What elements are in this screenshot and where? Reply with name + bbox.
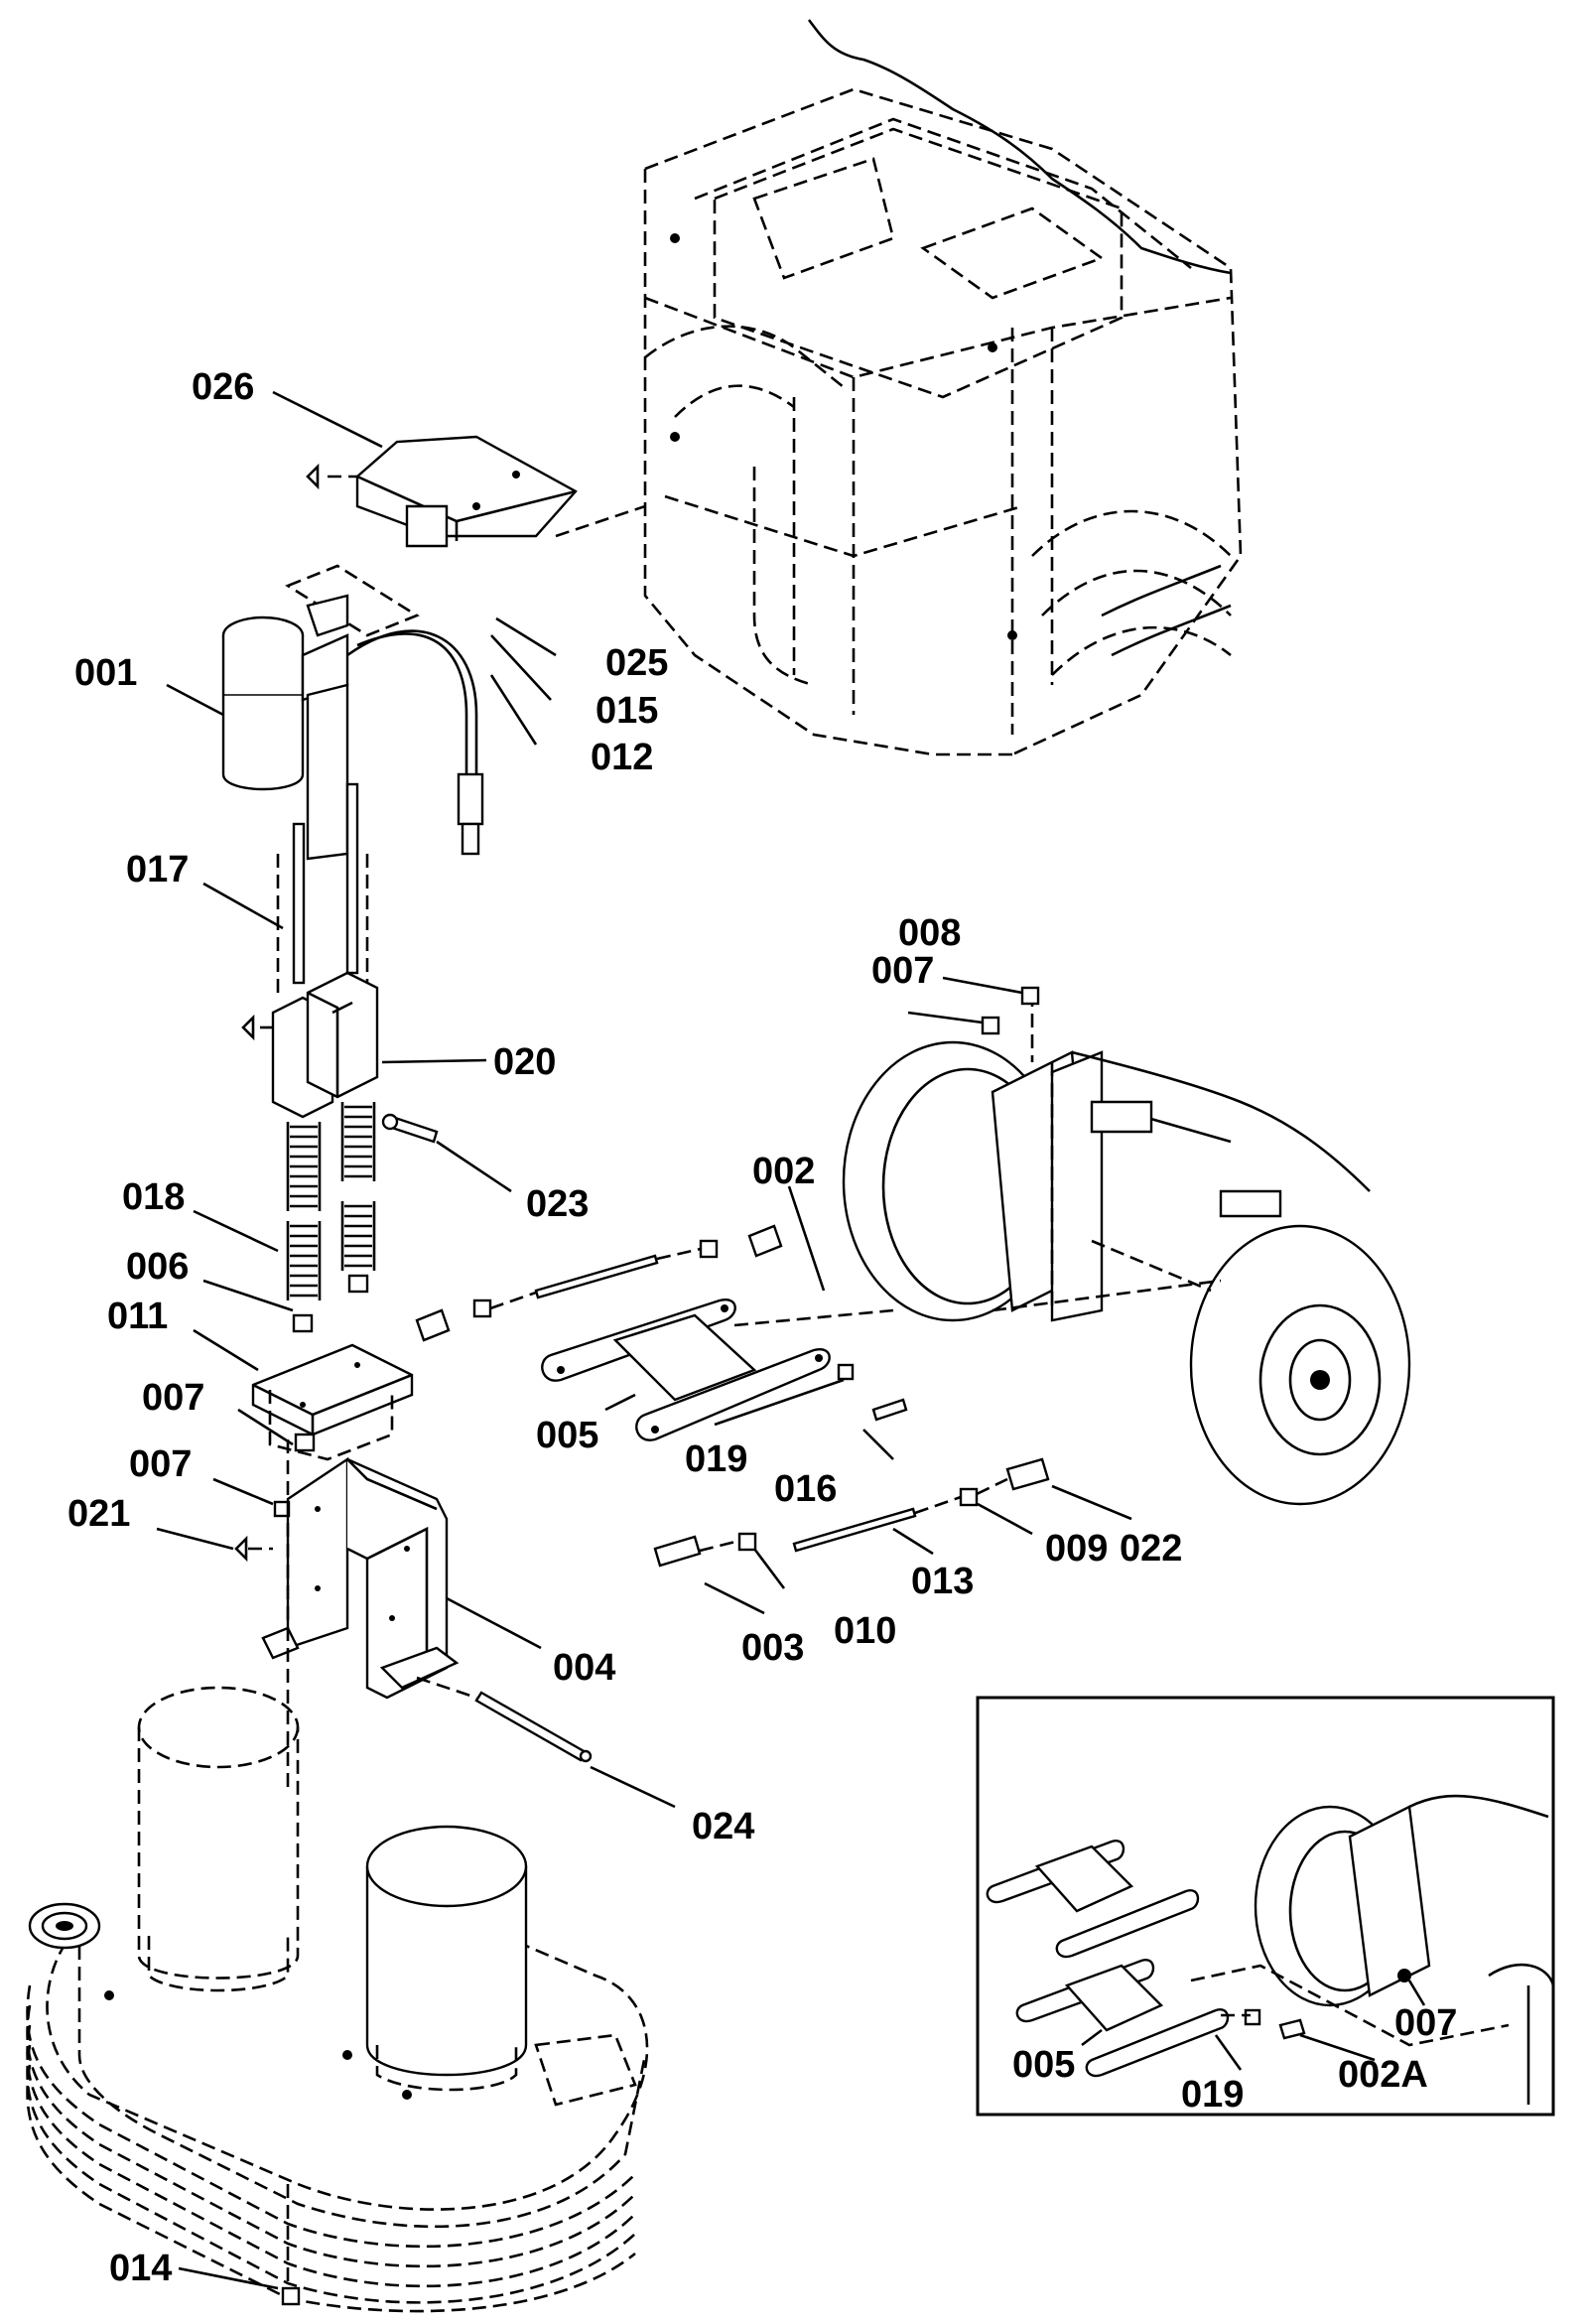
- part-023-pin: [381, 1113, 439, 1144]
- label-007-wheel: 007: [871, 950, 934, 992]
- label-007-bracket: 007: [129, 1443, 192, 1485]
- label-011: 011: [107, 1296, 168, 1337]
- label-007-inset: 007: [1394, 2002, 1457, 2044]
- label-014: 014: [109, 2248, 172, 2289]
- label-007-plate: 007: [142, 1377, 204, 1419]
- label-009: 009: [1045, 1528, 1108, 1570]
- label-026: 026: [192, 366, 254, 408]
- part-005-linkage-arm: [541, 1299, 894, 1441]
- label-002a: 002A: [1338, 2054, 1428, 2096]
- label-006: 006: [126, 1246, 189, 1288]
- label-013: 013: [911, 1561, 974, 1602]
- label-018: 018: [122, 1176, 185, 1218]
- part-018-springs: [286, 1102, 376, 1333]
- label-005: 005: [536, 1415, 598, 1456]
- label-025: 025: [605, 642, 668, 684]
- part-004-support-bracket: [234, 1456, 460, 1700]
- label-021: 021: [67, 1493, 130, 1535]
- label-012: 012: [591, 737, 653, 778]
- label-003: 003: [741, 1627, 804, 1669]
- brush-deck-assembly: [26, 1439, 649, 2313]
- inset-detail-002a: [976, 1696, 1555, 2117]
- part-020-carrier-block: [241, 971, 379, 1119]
- label-008: 008: [898, 912, 961, 954]
- label-010: 010: [834, 1610, 896, 1652]
- label-019: 019: [685, 1438, 747, 1480]
- drive-wheel-assembly: [842, 986, 1411, 1506]
- part-024-long-pin: [416, 1676, 593, 1763]
- label-004: 004: [553, 1647, 615, 1689]
- machine-body-housing: [643, 19, 1243, 756]
- label-005-inset: 005: [1012, 2044, 1075, 2086]
- label-022: 022: [1120, 1528, 1182, 1570]
- linkage-pins-and-rods: [415, 1224, 1050, 1568]
- part-001-actuator-motor: [221, 564, 484, 861]
- label-015: 015: [596, 690, 658, 732]
- label-024: 024: [692, 1806, 754, 1847]
- part-026-mounting-bracket: [306, 435, 646, 548]
- label-016: 016: [774, 1468, 837, 1510]
- label-001: 001: [74, 652, 137, 694]
- label-017: 017: [126, 849, 189, 890]
- part-017-guide-rods: [276, 782, 369, 1003]
- label-002: 002: [752, 1151, 815, 1192]
- label-023: 023: [526, 1183, 589, 1225]
- part-number-labels: 026 001 025 015 012 017 020 023 018 006 …: [67, 366, 1457, 2289]
- label-020: 020: [493, 1041, 556, 1083]
- part-011-plate: [251, 1343, 414, 1461]
- label-019-inset: 019: [1181, 2074, 1244, 2116]
- leader-lines: [156, 390, 1426, 2290]
